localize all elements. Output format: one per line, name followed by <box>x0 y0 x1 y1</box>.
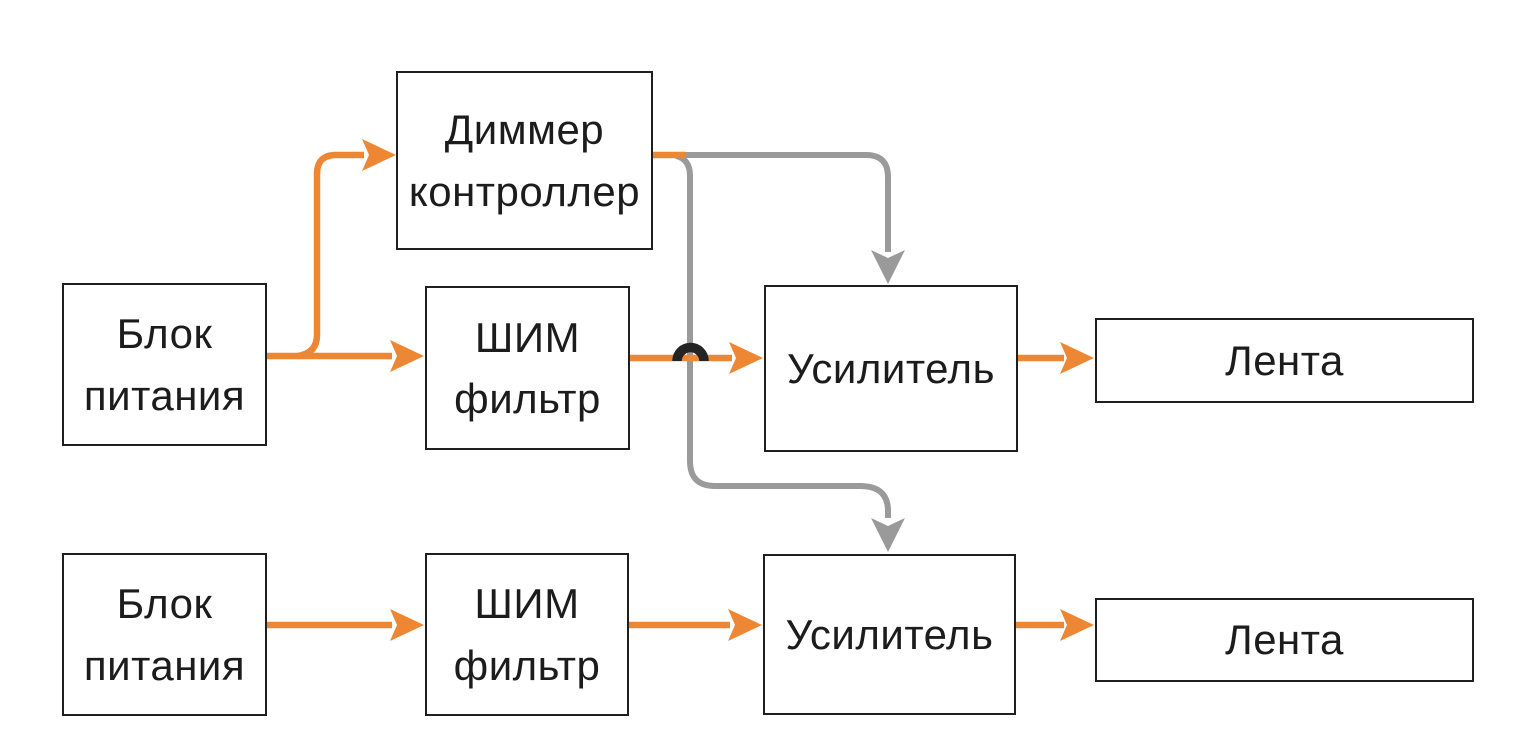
edge-dimmer-to-amplifier2-line <box>675 153 891 518</box>
node-amplifier-2: Усилитель <box>763 554 1016 715</box>
node-power-supply-1-label: Блок питания <box>83 310 246 419</box>
wire-crossover-hop-icon <box>672 342 709 362</box>
edge-pwm2-to-amplifier2-arrowhead-icon <box>728 609 762 641</box>
power-arrowheads-group <box>362 139 1094 641</box>
node-amplifier-1-label: Усилитель <box>787 344 995 392</box>
edge-dimmer-to-amplifier1-line <box>680 152 891 252</box>
node-pwm-filter-1: ШИМ фильтр <box>425 286 630 450</box>
power-lines-group <box>265 151 1064 629</box>
node-strip-2-label: Лента <box>1225 616 1344 664</box>
node-dimmer-controller-label: Диммер контроллер <box>408 106 641 215</box>
node-amplifier-1: Усилитель <box>764 285 1018 452</box>
node-power-supply-2: Блок питания <box>62 553 267 716</box>
node-strip-1-label: Лента <box>1225 336 1344 384</box>
node-pwm-filter-1-label: ШИМ фильтр <box>454 313 601 422</box>
node-pwm-filter-2: ШИМ фильтр <box>425 553 629 716</box>
node-strip-1: Лента <box>1095 318 1474 403</box>
node-amplifier-2-label: Усилитель <box>785 610 994 658</box>
node-power-supply-2-label: Блок питания <box>83 580 246 689</box>
node-power-supply-1: Блок питания <box>62 283 267 446</box>
edge-dimmer-to-amplifier1-arrowhead-icon <box>871 250 905 284</box>
edge-pwm1-to-amplifier1-arrowhead-icon <box>729 342 763 374</box>
edge-amplifier1-to-strip1-arrowhead-icon <box>1060 342 1094 374</box>
node-strip-2: Лента <box>1095 598 1474 682</box>
edge-amplifier2-to-strip2-arrowhead-icon <box>1060 609 1094 641</box>
control-lines-group <box>675 152 891 518</box>
edge-psu1-to-dimmer-arrowhead-icon <box>362 139 396 171</box>
edge-psu1-to-dimmer-line <box>297 151 364 360</box>
edge-psu1-to-pwm1-arrowhead-icon <box>390 340 424 372</box>
edge-psu2-to-pwm2-arrowhead-icon <box>390 609 424 641</box>
edge-dimmer-to-amplifier2-arrowhead-icon <box>871 518 905 552</box>
node-pwm-filter-2-label: ШИМ фильтр <box>453 580 601 689</box>
node-dimmer-controller: Диммер контроллер <box>396 71 653 250</box>
